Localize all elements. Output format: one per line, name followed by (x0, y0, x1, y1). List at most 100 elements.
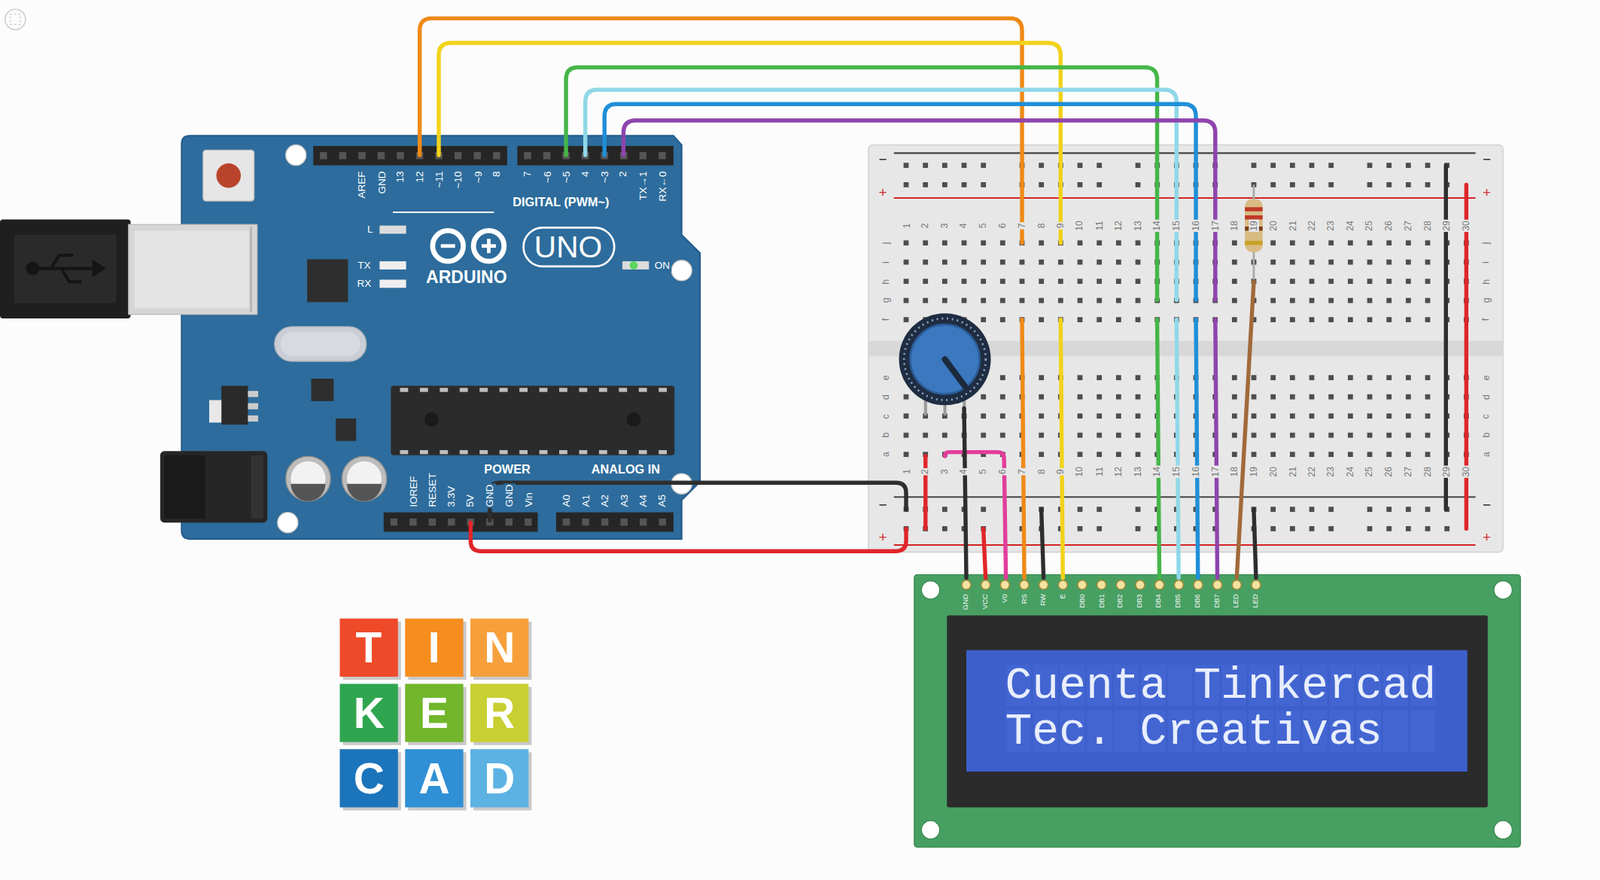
logo-letter: N (483, 626, 515, 670)
lcd-pin-label: LED (1251, 593, 1260, 609)
lcd-pin-label: DB4 (1155, 593, 1164, 609)
usb-cable (60, 268, 82, 283)
lcd-pin-label: DB6 (1193, 593, 1202, 609)
breadboard-hole (1425, 394, 1431, 400)
column-number: 1 (900, 468, 912, 476)
potentiometer (899, 313, 992, 416)
chip-pin (599, 387, 608, 392)
breadboard-hole (1270, 240, 1276, 246)
chip-pin (539, 387, 548, 392)
chip-pin (658, 450, 667, 454)
logo-tile: A (404, 748, 463, 807)
voltage-regulator (209, 386, 259, 426)
breadboard-hole (922, 432, 928, 439)
breadboard-hole (1231, 316, 1238, 323)
chip-pin (459, 450, 469, 454)
breadboard-hole (1038, 298, 1044, 304)
breadboard-hole (1038, 240, 1044, 246)
breadboard-hole (1096, 374, 1102, 381)
header-pin (581, 518, 589, 526)
jumper-wire (1215, 319, 1218, 578)
pin-label: ~3 (599, 170, 612, 184)
breadboard-hole (980, 162, 986, 168)
lcd-pin (1174, 580, 1184, 590)
breadboard-hole (1367, 451, 1373, 457)
header-pin (339, 152, 347, 159)
column-number: 13 (1132, 219, 1144, 232)
breadboard-hole (1405, 526, 1412, 532)
breadboard-hole (980, 278, 986, 284)
breadboard-hole (942, 278, 948, 284)
chip-pin (618, 450, 627, 454)
column-number: 9 (1055, 468, 1066, 476)
column-number: 17 (1210, 219, 1221, 232)
microcontroller-chip (424, 412, 439, 427)
led-label: L (366, 223, 375, 236)
breadboard-hole (1425, 182, 1431, 188)
lcd-module (966, 650, 1468, 772)
pin-label: ~10 (452, 170, 465, 190)
arduino-logo-symbol (473, 230, 505, 262)
mounting-hole (277, 145, 692, 533)
row-letter: d (880, 393, 892, 402)
breadboard-hole (1038, 278, 1044, 284)
breadboard-hole (1425, 240, 1431, 246)
breadboard-hole (1000, 259, 1006, 265)
breadboard-hole (1251, 162, 1257, 168)
breadboard-hole (1328, 394, 1334, 400)
breadboard-hole (1019, 298, 1026, 304)
breadboard-hole (1386, 526, 1392, 532)
column-number: 19 (1248, 465, 1260, 478)
logo-letter: A (419, 756, 451, 800)
lcd-text: Tec. Creativas (1005, 708, 1383, 755)
row-letter: e (1480, 374, 1491, 382)
breadboard-hole (1038, 162, 1044, 168)
logo-letter: I (428, 626, 441, 670)
column-number: 11 (1094, 219, 1105, 232)
lcd-pin (961, 580, 1261, 590)
pin-label: ~11 (433, 170, 446, 189)
breadboard-hole (1135, 182, 1141, 188)
breadboard-hole (903, 182, 910, 188)
breadboard-hole (1386, 259, 1392, 265)
breadboard-hole (1367, 162, 1373, 168)
breadboard-hole (1135, 374, 1141, 381)
breadboard-hole (1425, 162, 1431, 168)
breadboard-hole (1309, 374, 1315, 381)
lcd-pin (1213, 580, 1223, 590)
lcd-pin (981, 580, 991, 590)
lcd-pin-label: DB3 (1135, 593, 1144, 609)
usb-cable (0, 219, 131, 320)
breadboard-hole (1096, 278, 1102, 284)
power-jack (160, 450, 268, 523)
view-icon (5, 9, 26, 30)
breadboard-hole (1135, 413, 1141, 419)
breadboard-hole (1038, 413, 1044, 419)
header-pin (474, 152, 481, 159)
rail-sign: + (877, 528, 889, 545)
breadboard-hole (1077, 182, 1083, 188)
column-number: 28 (1422, 465, 1433, 478)
power-jack (251, 455, 264, 519)
breadboard-hole (1309, 240, 1315, 246)
column-number: 4 (958, 222, 970, 230)
breadboard-hole (1386, 162, 1392, 168)
breadboard-hole (1135, 526, 1141, 532)
breadboard-hole (1096, 162, 1102, 168)
capacitor (285, 456, 332, 502)
jumper-wire (419, 18, 1467, 578)
pin-label: Vin (522, 491, 535, 508)
jumper-wire (489, 482, 907, 521)
logo-letter: K (353, 691, 385, 735)
voltage-regulator (247, 403, 259, 410)
column-number: 2 (920, 468, 931, 476)
column-number: 14 (1152, 219, 1163, 232)
chip-pin (578, 450, 588, 454)
breadboard-hole (1000, 240, 1006, 246)
lcd-pin (1116, 580, 1126, 590)
breadboard-hole (1405, 316, 1412, 323)
breadboard-hole (1289, 374, 1296, 381)
breadboard-hole (1231, 451, 1238, 457)
column-number: 11 (1094, 465, 1105, 478)
pin-label: RESET (426, 471, 439, 508)
